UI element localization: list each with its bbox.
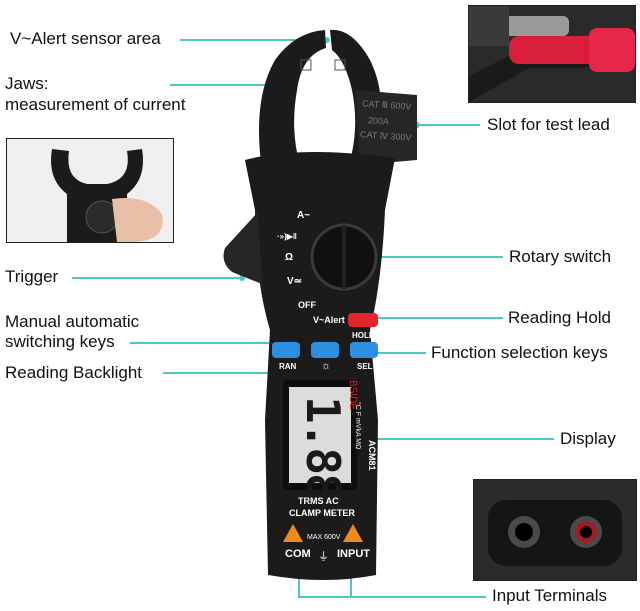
leader-rotary xyxy=(378,256,503,258)
leader-trigger xyxy=(72,277,242,279)
callout-backlight: Reading Backlight xyxy=(5,363,143,382)
input-terminals-illustration xyxy=(474,480,636,580)
inset-terminals-photo xyxy=(473,479,637,581)
leader-function xyxy=(372,352,426,354)
warning-triangle-right xyxy=(343,524,363,542)
callout-manual-line2: switching keys xyxy=(5,332,115,351)
callout-function-keys: Function selection keys xyxy=(431,343,608,362)
dial-label-ohm: Ω xyxy=(285,252,294,263)
dial-label-continuity: ·»)▶‖ xyxy=(277,232,297,241)
callout-slot: Slot for test lead xyxy=(487,115,610,134)
dial-label-valert: V~Alert xyxy=(313,315,345,325)
callout-manual-line1: Manual automatic xyxy=(5,312,140,331)
test-lead-illustration xyxy=(469,6,635,102)
warning-triangle-left xyxy=(283,524,303,542)
jaw-left xyxy=(258,30,326,170)
trigger xyxy=(223,212,262,284)
leader-terminal-com xyxy=(298,572,300,596)
clamp-meter-label: CLAMP METER xyxy=(289,508,355,518)
dial-label-voltage: V≃ xyxy=(287,276,303,287)
callout-hold: Reading Hold xyxy=(508,308,612,327)
ran-key-label[interactable]: RAN xyxy=(279,362,297,371)
inset-test-lead-photo xyxy=(468,5,636,103)
leader-slot xyxy=(417,124,480,126)
max-voltage-label: MAX 600V xyxy=(307,534,341,541)
callout-display: Display xyxy=(560,429,616,448)
callout-jaws-title: Jaws: xyxy=(5,74,49,93)
leader-terminal-input xyxy=(350,572,352,596)
leader-backlight xyxy=(163,372,323,374)
hold-key xyxy=(348,313,378,327)
leader-hold xyxy=(375,317,503,319)
inset-hand-photo xyxy=(6,138,174,243)
leader-dot xyxy=(239,275,245,281)
backlight-key xyxy=(311,342,339,358)
leader-display xyxy=(357,438,554,440)
dial-label-ac-current: A~ xyxy=(297,210,311,221)
trms-label: TRMS AC xyxy=(298,496,339,506)
model-number: ACM81 xyxy=(367,440,377,471)
hand-holding-meter-illustration xyxy=(7,139,173,242)
dial-label-off: OFF xyxy=(298,300,316,310)
terminal-input-label: INPUT xyxy=(337,548,370,560)
lcd-screen xyxy=(289,387,351,483)
ran-key xyxy=(272,342,300,358)
callout-sensor: V~Alert sensor area xyxy=(10,29,161,48)
jaw-rating-text: 200A xyxy=(367,115,390,127)
lcd-units: °C F mVkA MΩ xyxy=(354,402,361,450)
callout-rotary: Rotary switch xyxy=(509,247,612,266)
terminal-com-label: COM xyxy=(285,548,311,560)
callout-trigger: Trigger xyxy=(5,267,59,286)
ground-icon: ⏚ xyxy=(318,551,329,563)
sel-key-label[interactable]: SEL xyxy=(357,362,373,371)
leader-jaws xyxy=(170,84,283,86)
leader-dot xyxy=(324,37,330,43)
callout-jaws-desc: measurement of current xyxy=(5,95,186,114)
backlight-icon[interactable]: ☼ xyxy=(321,360,332,372)
jaw-slot-housing xyxy=(355,90,417,165)
leader-manual xyxy=(130,342,280,344)
callout-terminals: Input Terminals xyxy=(492,586,607,605)
leader-sensor xyxy=(180,39,327,41)
sel-key xyxy=(350,342,378,358)
leader-terminals xyxy=(298,596,486,598)
hold-key-label[interactable]: HOLD xyxy=(352,331,375,340)
